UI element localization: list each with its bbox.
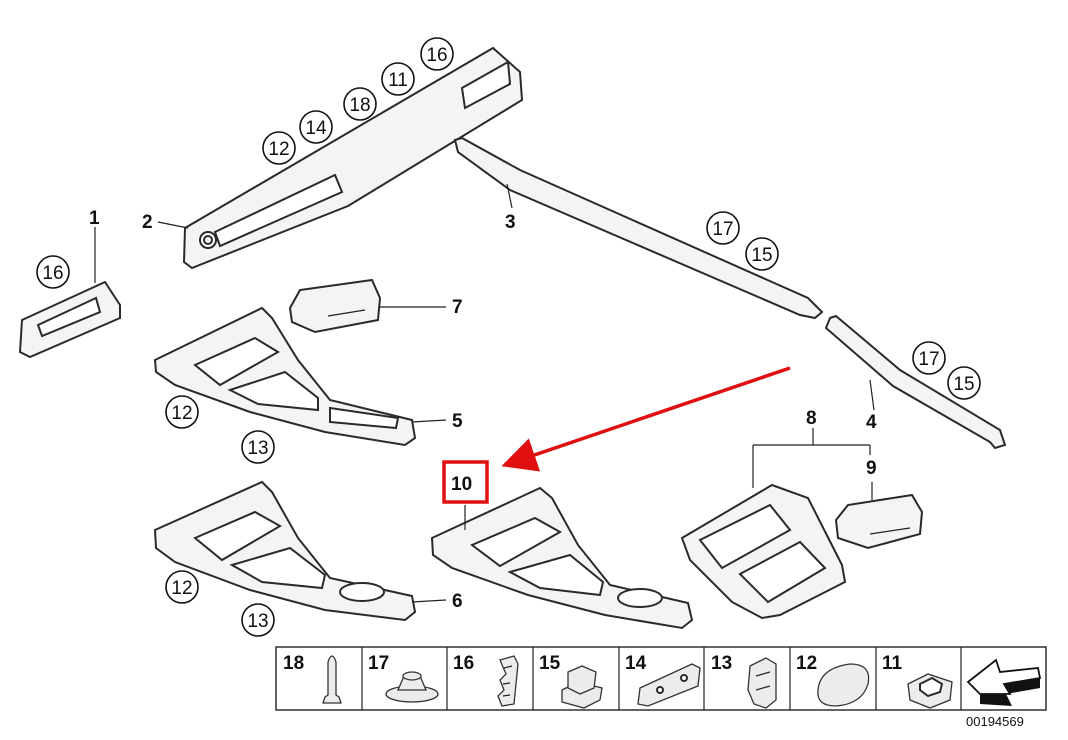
svg-text:12: 12 <box>268 139 289 160</box>
svg-text:12: 12 <box>171 403 192 424</box>
part-6-console-trim <box>153 480 417 622</box>
part-1-side-trim <box>18 280 121 359</box>
callout-4-15: 15 <box>947 366 981 400</box>
label-3: 3 <box>505 212 516 233</box>
part-4-trim-strip <box>824 314 1007 450</box>
svg-text:15: 15 <box>539 653 561 674</box>
svg-text:16: 16 <box>453 653 474 674</box>
expanding-rivet-icon <box>385 671 439 703</box>
highlight-part-10: 10 <box>442 366 791 504</box>
callouts: 12 14 18 11 16 16 17 15 17 15 12 13 12 1… <box>36 37 981 637</box>
label-5: 5 <box>452 411 463 432</box>
svg-text:17: 17 <box>918 349 939 370</box>
svg-text:18: 18 <box>283 653 304 674</box>
pin-icon <box>322 655 342 704</box>
label-10: 10 <box>451 474 472 495</box>
callout-6-12: 12 <box>165 570 199 604</box>
part-5-console-trim <box>153 306 417 447</box>
part-7-cover <box>288 278 382 334</box>
callout-3-15: 15 <box>745 237 779 271</box>
svg-text:16: 16 <box>42 263 63 284</box>
part-cell-14: 14 <box>625 653 701 707</box>
svg-text:12: 12 <box>171 578 192 599</box>
part-2-dashboard-trim <box>182 46 524 270</box>
svg-text:15: 15 <box>953 374 974 395</box>
part-cell-13: 13 <box>711 653 777 709</box>
svg-text:13: 13 <box>247 611 268 632</box>
callout-2-14: 14 <box>299 110 333 144</box>
red-arrow-icon <box>501 366 791 472</box>
callout-5-12: 12 <box>165 395 199 429</box>
callout-3-17: 17 <box>706 211 740 245</box>
clip-nut-icon <box>561 665 603 709</box>
rubber-pad-icon <box>817 663 870 707</box>
label-7: 7 <box>452 297 463 318</box>
callout-4-17: 17 <box>912 341 946 375</box>
part-cell-11: 11 <box>882 653 953 709</box>
svg-text:11: 11 <box>388 70 408 91</box>
clamp-icon <box>747 657 777 709</box>
bracket-icon <box>637 663 701 707</box>
callout-1-16: 16 <box>36 255 70 289</box>
callout-6-13: 13 <box>241 603 275 637</box>
svg-text:14: 14 <box>305 118 327 139</box>
part-3-trim-strip <box>453 136 824 320</box>
part-labels: 1 2 3 4 5 6 7 8 9 <box>89 208 877 612</box>
svg-text:13: 13 <box>711 653 732 674</box>
svg-text:11: 11 <box>882 653 903 674</box>
part-cell-17: 17 <box>368 653 439 703</box>
callout-2-11: 11 <box>381 62 415 96</box>
part-cell-15: 15 <box>539 653 603 709</box>
callout-5-13: 13 <box>241 430 275 464</box>
part-8-console-frame <box>680 483 847 620</box>
part-9-cover <box>834 493 924 550</box>
label-9: 9 <box>866 458 877 479</box>
svg-text:16: 16 <box>426 45 447 66</box>
callout-2-16: 16 <box>420 37 454 71</box>
label-6: 6 <box>452 591 463 612</box>
svg-text:17: 17 <box>712 219 733 240</box>
highlight-box <box>442 460 489 504</box>
part-cell-18: 18 <box>283 653 342 704</box>
part-cell-12: 12 <box>796 653 870 707</box>
svg-text:15: 15 <box>751 245 772 266</box>
svg-text:12: 12 <box>796 653 817 674</box>
part-cell-arrow <box>966 658 1042 706</box>
label-2: 2 <box>142 212 153 233</box>
small-parts-row: 18 17 16 15 <box>275 646 1047 711</box>
document-number: 00194569 <box>966 714 1024 729</box>
svg-text:18: 18 <box>349 95 370 116</box>
label-4: 4 <box>866 412 877 433</box>
part-cell-16: 16 <box>453 653 519 707</box>
label-1: 1 <box>89 208 100 229</box>
clip-icon <box>907 673 953 709</box>
label-8: 8 <box>806 408 817 429</box>
leader-lines <box>94 183 875 603</box>
svg-text:17: 17 <box>368 653 389 674</box>
callout-2-18: 18 <box>343 87 377 121</box>
spring-clip-icon <box>497 655 519 707</box>
svg-text:13: 13 <box>247 438 268 459</box>
svg-text:14: 14 <box>625 653 647 674</box>
callout-2-12: 12 <box>262 131 296 165</box>
arrow-icon <box>966 658 1042 706</box>
part-10-console-trim <box>430 486 694 630</box>
